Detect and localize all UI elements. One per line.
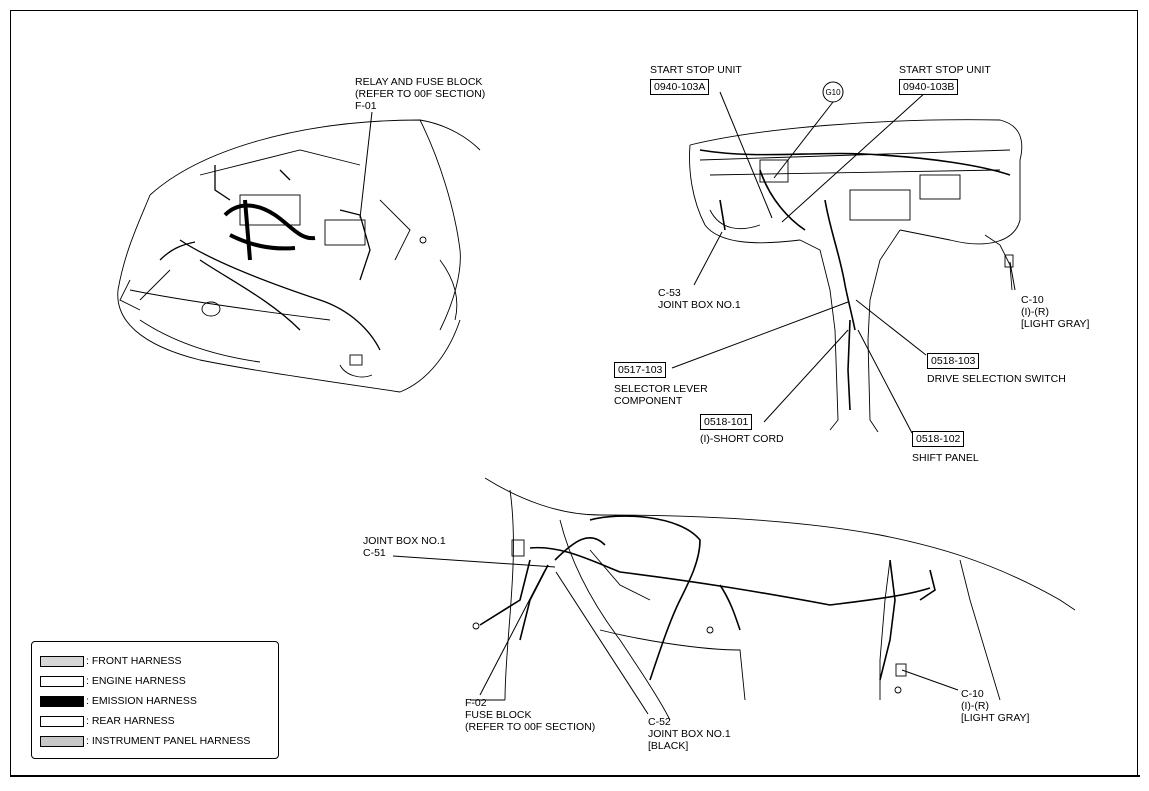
relay-fuse-block-label: RELAY AND FUSE BLOCK (REFER TO 00F SECTI… (355, 76, 485, 112)
c10-top-label: C-10 (I)-(R) [LIGHT GRAY] (1021, 294, 1089, 330)
bottom-rule (10, 775, 1140, 777)
legend-item-instrument-panel: : INSTRUMENT PANEL HARNESS (40, 734, 250, 748)
g10-symbol (822, 81, 844, 103)
selector-lever-code: 0517-103 (614, 362, 667, 378)
shift-panel-code: 0518-102 (912, 431, 965, 447)
f02-desc: FUSE BLOCK (465, 709, 532, 721)
c52-leader (555, 571, 649, 715)
c10-top-conn: (I)-(R) (1021, 306, 1049, 318)
start-stop-unit-a-label: START STOP UNIT (650, 64, 742, 76)
c51-leader (392, 555, 556, 568)
relay-fuse-block-line2: (REFER TO 00F SECTION) (355, 88, 486, 100)
c10-bottom-color: [LIGHT GRAY] (961, 712, 1030, 724)
front-harness-swatch (40, 655, 84, 667)
c10-bottom-leader (901, 669, 959, 691)
start-stop-unit-b-code: 0940-103B (899, 79, 959, 95)
drive-selection-desc: DRIVE SELECTION SWITCH (927, 373, 1066, 385)
0518-103-leader (855, 299, 927, 356)
f02-leader (479, 569, 546, 696)
legend-item-engine: : ENGINE HARNESS (40, 674, 186, 688)
f01-leader-line (359, 111, 373, 219)
f02-id: F-02 (465, 697, 487, 709)
start-stop-unit-b-label: START STOP UNIT (899, 64, 991, 76)
selector-lever-desc-1: SELECTOR LEVER (614, 383, 708, 395)
legend-item-emission: : EMISSION HARNESS (40, 694, 197, 708)
short-cord-code: 0518-101 (700, 414, 753, 430)
c51-label: JOINT BOX NO.1 C-51 (363, 535, 446, 559)
engine-harness-path (159, 165, 381, 351)
legend-label-instrument-panel: : INSTRUMENT PANEL HARNESS (86, 735, 251, 747)
c52-desc: JOINT BOX NO.1 (648, 728, 731, 740)
ssu-a-leader (719, 91, 773, 219)
start-stop-unit-a-code: 0940-103A (650, 79, 710, 95)
c10-top-id: C-10 (1021, 294, 1044, 306)
instrument-panel-harness-top (699, 149, 1011, 411)
rear-harness-swatch (40, 715, 84, 727)
dashboard-illustration (689, 119, 1023, 433)
emission-harness-swatch (40, 695, 84, 707)
c10-bottom-id: C-10 (961, 688, 984, 700)
0518-102-leader (857, 329, 913, 434)
legend-item-rear: : REAR HARNESS (40, 714, 175, 728)
emission-harness-path (223, 199, 316, 261)
c10-top-color: [LIGHT GRAY] (1021, 318, 1090, 330)
c52-label: C-52 JOINT BOX NO.1 [BLACK] (648, 716, 731, 752)
c10-top-leader (1009, 261, 1016, 291)
selector-lever-desc: SELECTOR LEVER COMPONENT (614, 383, 708, 407)
c53-leader (693, 231, 723, 286)
legend-item-front: : FRONT HARNESS (40, 654, 181, 668)
c10-bottom-label: C-10 (I)-(R) [LIGHT GRAY] (961, 688, 1029, 724)
c51-desc: JOINT BOX NO.1 (363, 535, 446, 547)
shift-panel-desc: SHIFT PANEL (912, 452, 979, 464)
c10-bottom-conn: (I)-(R) (961, 700, 989, 712)
f02-ref: (REFER TO 00F SECTION) (465, 721, 596, 733)
drive-selection-code: 0518-103 (927, 353, 980, 369)
harness-legend: : FRONT HARNESS : ENGINE HARNESS : EMISS… (31, 641, 279, 759)
c52-id: C-52 (648, 716, 671, 728)
c52-color: [BLACK] (648, 740, 689, 752)
instrument-panel-harness-swatch (40, 735, 84, 747)
legend-label-emission: : EMISSION HARNESS (86, 695, 197, 707)
instrument-panel-harness-bottom (479, 515, 936, 681)
f02-label: F-02 FUSE BLOCK (REFER TO 00F SECTION) (465, 697, 595, 733)
c53-label: C-53 JOINT BOX NO.1 (658, 287, 741, 311)
g10-leader (773, 101, 834, 179)
legend-label-engine: : ENGINE HARNESS (86, 675, 186, 687)
instrument-panel-illustration (470, 477, 1076, 721)
0517-103-leader (671, 301, 849, 369)
relay-fuse-block-line3: F-01 (355, 100, 377, 112)
c53-desc: JOINT BOX NO.1 (658, 299, 741, 311)
legend-label-rear: : REAR HARNESS (86, 715, 175, 727)
engine-harness-swatch (40, 675, 84, 687)
0518-101-leader (763, 329, 849, 423)
g10-text: G10 (825, 88, 841, 97)
legend-label-front: : FRONT HARNESS (86, 655, 182, 667)
c53-id: C-53 (658, 287, 681, 299)
selector-lever-desc-2: COMPONENT (614, 395, 683, 407)
relay-fuse-block-line1: RELAY AND FUSE BLOCK (355, 76, 483, 88)
engine-bay-illustration (117, 119, 481, 393)
ssu-b-leader (781, 91, 927, 223)
short-cord-desc: (I)-SHORT CORD (700, 433, 784, 445)
c51-id: C-51 (363, 547, 386, 559)
